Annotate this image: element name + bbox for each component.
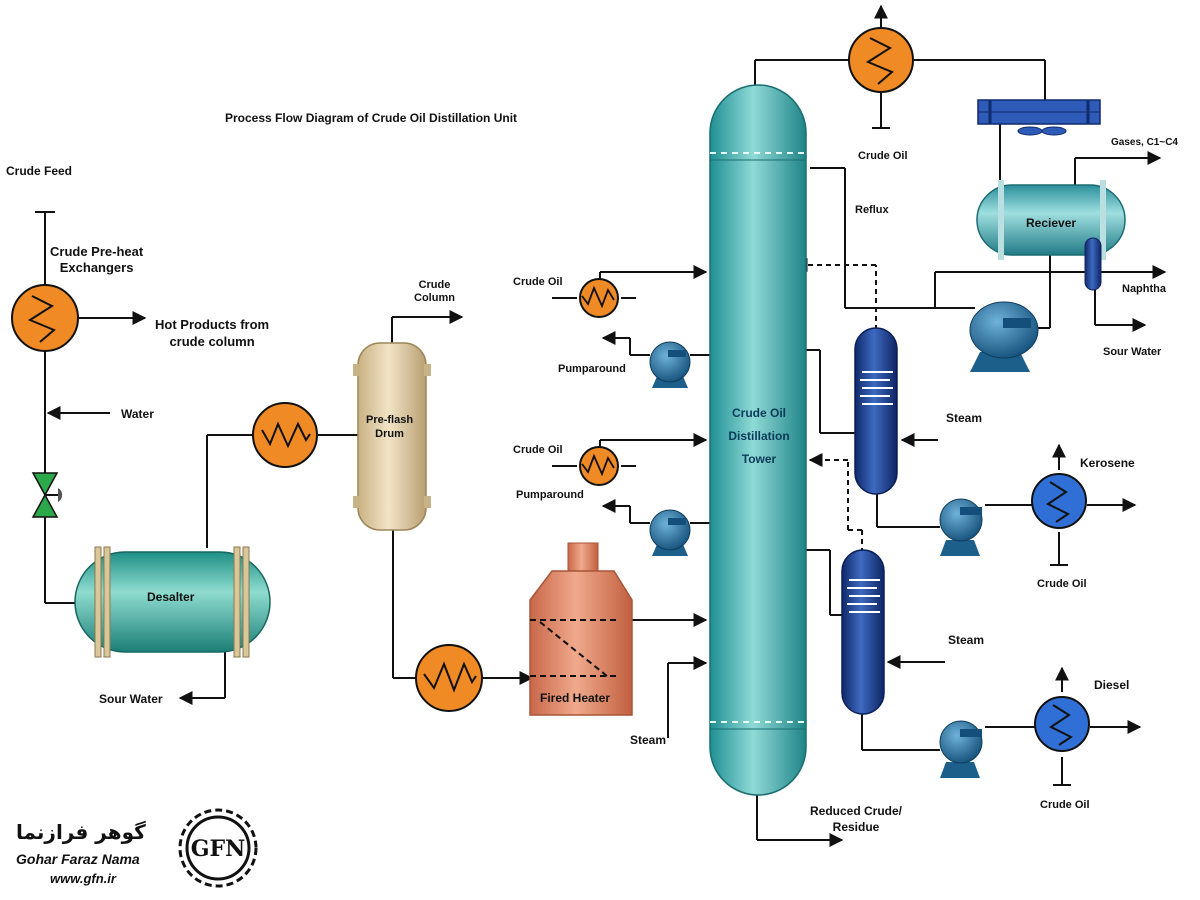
reflux-label: Reflux [855, 204, 889, 216]
diesel-steam-label: Steam [948, 633, 985, 647]
brand-name-english: Gohar Faraz Nama [16, 851, 140, 867]
kerosene-cooler-icon [1031, 473, 1087, 529]
desalter-label: Desalter [147, 590, 195, 604]
gases-label: Gases, C1~C4 [1111, 137, 1178, 148]
logo-letters: GFN [191, 836, 246, 862]
reflux-pump-icon [969, 301, 1039, 372]
gfn-logo-icon: GFN [178, 808, 258, 888]
receiver-drum [976, 180, 1126, 291]
heater-feed-exchanger-icon [415, 644, 483, 712]
crude-column-label: Crude Column [414, 279, 455, 304]
fired-heater-label: Fired Heater [540, 691, 611, 705]
pumparound-2-crude-oil-label: Crude Oil [513, 444, 563, 456]
kerosene-steam-label: Steam [946, 411, 983, 425]
diesel-label: Diesel [1094, 678, 1130, 692]
tower-label: Crude Oil Distillation Tower [728, 406, 790, 466]
crude-feed-label: Crude Feed [6, 164, 73, 178]
diesel-pump-icon [939, 720, 983, 778]
diesel-cooler-icon [1034, 696, 1090, 752]
pumparound-pump-1-icon [649, 341, 691, 388]
desalter-outlet-exchanger-icon [252, 402, 318, 468]
water-label: Water [121, 407, 154, 421]
vapor-return-lines [793, 258, 877, 553]
brand-url[interactable]: www.gfn.ir [50, 871, 116, 886]
desalter-sour-water-label: Sour Water [99, 692, 163, 706]
reduced-crude-label: Reduced Crude/ Residue [810, 804, 903, 834]
heater-steam-label: Steam [630, 733, 667, 747]
preflash-drum-label: Pre-flash Drum [366, 414, 414, 440]
receiver-sour-water-label: Sour Water [1103, 346, 1162, 358]
pumparound-2-label: Pumparound [516, 489, 584, 501]
kerosene-crude-oil-label: Crude Oil [1037, 578, 1087, 590]
diagram-title: Process Flow Diagram of Crude Oil Distil… [225, 111, 518, 125]
distillation-tower [709, 84, 807, 796]
hot-products-label: Hot Products from crude column [155, 317, 270, 349]
preheat-exchanger-icon [11, 284, 79, 352]
pumparound-exchanger-2-icon [579, 446, 619, 486]
piping [35, 4, 1167, 847]
air-cooler [977, 99, 1101, 136]
control-valve-icon [31, 472, 63, 518]
overhead-crude-oil-label: Crude Oil [858, 150, 908, 162]
brand-name-persian: گوهر فرازنما [16, 820, 146, 844]
preflash-drum [353, 342, 431, 531]
diesel-crude-oil-label: Crude Oil [1040, 799, 1090, 811]
pumparound-pump-2-icon [649, 509, 691, 556]
kerosene-stripper [854, 327, 898, 495]
desalter-vessel [74, 546, 271, 658]
kerosene-pump-icon [939, 498, 983, 556]
preheat-exchangers-label: Crude Pre-heat Exchangers [50, 244, 144, 275]
diesel-stripper [841, 549, 885, 715]
kerosene-label: Kerosene [1080, 456, 1135, 470]
overhead-condenser-icon [848, 27, 914, 93]
pumparound-1-crude-oil-label: Crude Oil [513, 276, 563, 288]
receiver-label: Reciever [1026, 216, 1077, 230]
pumparound-1-label: Pumparound [558, 363, 626, 375]
naphtha-label: Naphtha [1122, 283, 1166, 295]
pumparound-exchanger-1-icon [579, 278, 619, 318]
fired-heater [529, 542, 633, 716]
